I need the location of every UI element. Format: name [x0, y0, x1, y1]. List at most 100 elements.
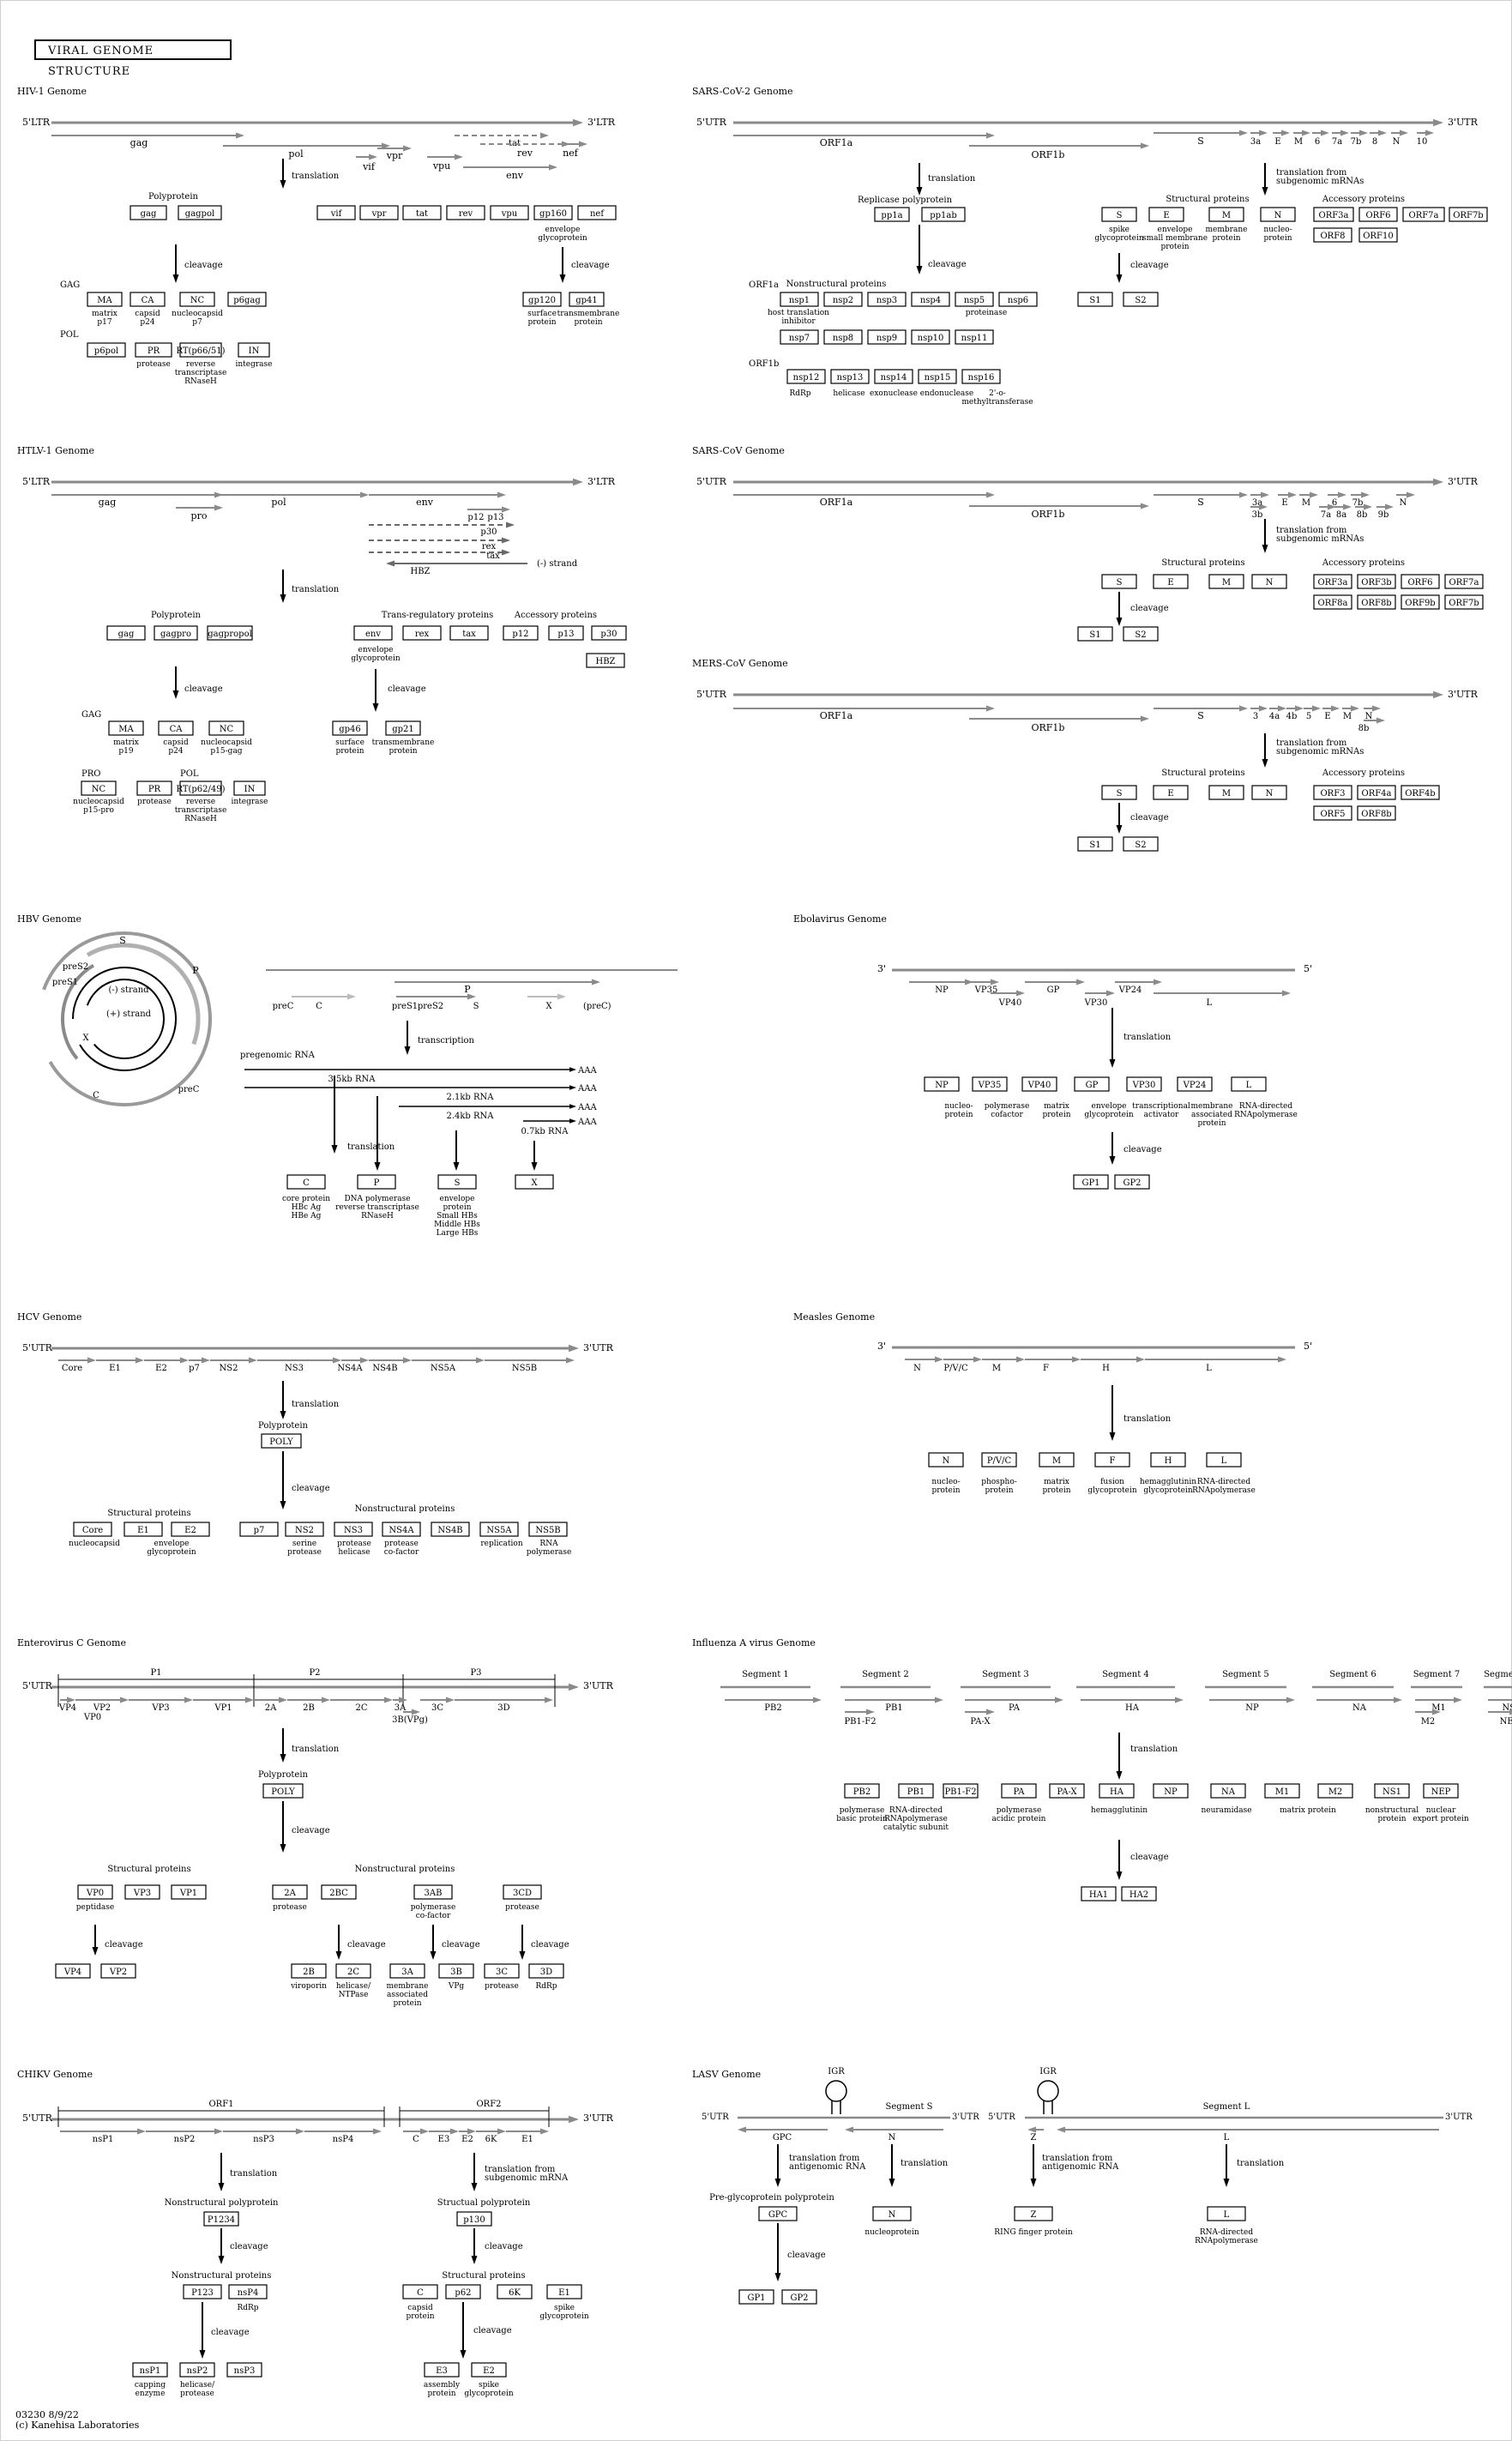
label: Polyprotein: [151, 611, 202, 620]
label: 3D: [497, 1703, 509, 1713]
protein-desc: protein: [1160, 243, 1189, 251]
arrowhead: [1141, 142, 1149, 149]
protein-box-label: ORF7a: [1449, 578, 1479, 588]
protein-desc: nucleo-: [931, 1478, 960, 1486]
arrowhead: [1072, 1356, 1081, 1363]
protein-box-label: GP2: [1123, 1178, 1141, 1188]
protein-box: [1264, 1783, 1300, 1799]
protein-box: [1123, 836, 1159, 852]
protein-desc: capping: [135, 2381, 166, 2390]
label: L: [1206, 1364, 1212, 1373]
label: 5'UTR: [696, 476, 727, 487]
protein-box-label: PR: [148, 785, 161, 794]
label: 5'UTR: [696, 689, 727, 700]
protein-box: [844, 1783, 880, 1799]
protein-desc: RNA-directed: [1200, 2228, 1253, 2237]
protein-box-label: nsp3: [876, 296, 897, 305]
protein-box: [124, 1884, 160, 1900]
label: preC: [273, 1002, 294, 1011]
label: M: [1343, 712, 1352, 721]
label: 5'UTR: [22, 1342, 53, 1353]
arrowhead: [502, 506, 510, 513]
label: HA: [1125, 1703, 1140, 1713]
protein-desc: protein: [1212, 234, 1240, 243]
label: P1: [150, 1668, 161, 1678]
label: nsP1: [93, 2135, 114, 2144]
protein-box-label: NS5A: [486, 1526, 512, 1535]
label: subgenomic mRNAs: [1276, 747, 1364, 756]
protein-box-label: gagpropol: [208, 630, 252, 639]
arrowhead: [1016, 990, 1025, 997]
label: 5': [1304, 1341, 1312, 1352]
protein-box: [130, 292, 166, 307]
arrowhead: [497, 2128, 506, 2135]
flow-arrowhead: [471, 2183, 478, 2191]
protein-box: [981, 1452, 1017, 1468]
flow-arrowhead: [519, 1951, 526, 1960]
protein-box-label: 3C: [496, 1968, 508, 1977]
protein-desc: polymerase: [997, 1806, 1042, 1815]
protein-desc: serine: [292, 1540, 316, 1548]
arrowhead: [545, 1697, 553, 1703]
protein-box-label: NS4A: [389, 1526, 414, 1535]
arrowhead: [569, 1118, 576, 1124]
protein-desc: protein: [443, 1203, 471, 1212]
label: Segment L: [1203, 2102, 1250, 2112]
arrowhead: [446, 1697, 455, 1703]
label: NS1: [1503, 1703, 1512, 1713]
protein-box: [357, 1174, 396, 1190]
protein-box: [1313, 785, 1352, 800]
protein-box-label: N: [1266, 578, 1274, 588]
protein-desc: RNApolymerase: [1192, 1486, 1256, 1495]
protein-box-label: gag: [118, 630, 135, 639]
label: Segment 6: [1329, 1670, 1376, 1679]
protein-box-label: IN: [249, 347, 260, 356]
arrowhead: [1312, 705, 1321, 712]
protein-box: [1401, 574, 1440, 589]
protein-box-label: E3: [436, 2366, 448, 2376]
section-title: HBV Genome: [17, 913, 81, 925]
protein-box-label: ORF8: [1320, 232, 1345, 241]
label: cleavage: [347, 1940, 386, 1950]
protein-desc: nucleocapsid: [69, 1540, 120, 1548]
protein-box: [1101, 574, 1137, 589]
protein-box-label: p12: [512, 630, 528, 639]
label: preS2: [63, 962, 88, 972]
protein-box-label: p7: [254, 1526, 265, 1535]
label: Pre-glycoprotein polyprotein: [709, 2193, 834, 2203]
label: Trans-regulatory proteins: [382, 611, 494, 620]
protein-box-label: S2: [1135, 841, 1146, 850]
arrowhead: [1433, 118, 1443, 127]
label: cleavage: [1130, 604, 1169, 613]
protein-box: [830, 369, 870, 384]
label: VP1: [214, 1703, 232, 1713]
arrowhead: [935, 1356, 943, 1363]
label: 2A: [265, 1703, 277, 1713]
protein-box-label: 3D: [540, 1968, 552, 1977]
protein-desc: glycoprotein: [351, 654, 400, 663]
footer-credit: (c) Kanehisa Laboratories: [15, 2420, 140, 2431]
protein-box-label: ORF8b: [1361, 599, 1391, 608]
label: (preC): [583, 1002, 611, 1011]
protein-desc: protease: [136, 360, 171, 369]
label: nsP3: [253, 2135, 274, 2144]
label: C: [93, 1091, 99, 1100]
label: Segment 2: [862, 1670, 909, 1679]
protein-box: [73, 1522, 112, 1537]
arrowhead: [1076, 979, 1085, 985]
label: E2: [155, 1364, 167, 1373]
protein-box-label: gp21: [392, 725, 414, 734]
protein-box-label: p62: [455, 2288, 471, 2298]
protein-desc: capsid: [163, 738, 189, 747]
protein-desc: glycoprotein: [1143, 1486, 1192, 1495]
label: 2.1kb RNA: [446, 1093, 494, 1102]
protein-box: [179, 781, 222, 796]
protein-desc: HBe Ag: [292, 1212, 322, 1220]
label: tax: [486, 551, 500, 561]
arrowhead: [384, 1697, 393, 1703]
arrowhead: [986, 1709, 995, 1715]
arrowhead: [986, 705, 995, 712]
protein-box: [445, 2284, 481, 2299]
hbv-arc-s: [42, 931, 212, 1106]
protein-box-label: nsp5: [964, 296, 985, 305]
